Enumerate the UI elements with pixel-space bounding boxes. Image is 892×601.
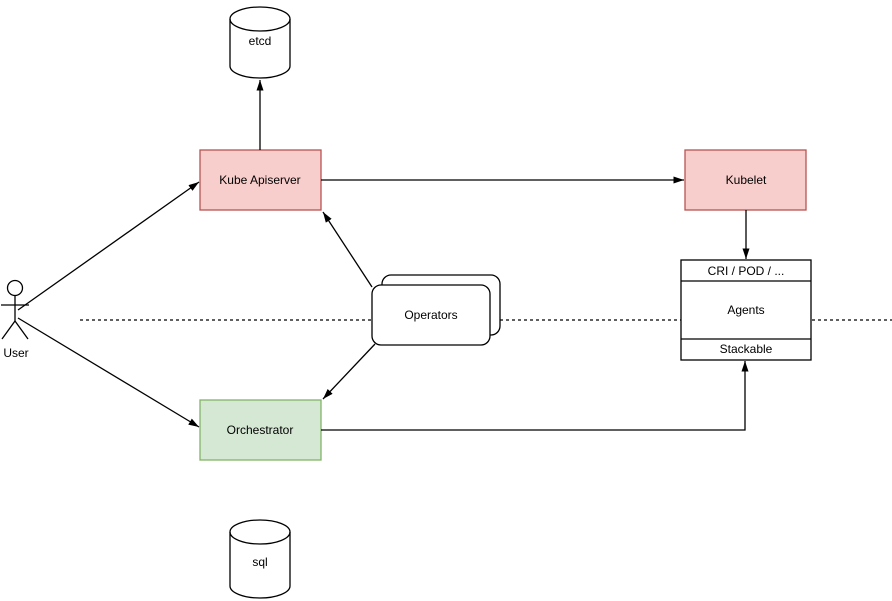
agents-body-label: Agents <box>727 303 764 317</box>
edge-user-to-orchestrator <box>17 317 200 428</box>
edge-operators-to-orchestrator <box>322 343 376 400</box>
node-kube-apiserver: Kube Apiserver <box>199 149 322 211</box>
orchestrator-label: Orchestrator <box>227 423 294 437</box>
node-user: User <box>1 279 29 360</box>
kube-apiserver-box <box>199 149 322 211</box>
user-label: User <box>3 346 28 360</box>
sql-label: sql <box>252 555 267 569</box>
etcd-cylinder-shape <box>229 6 291 79</box>
user-actor-left-leg <box>1 320 16 340</box>
kube-apiserver-label: Kube Apiserver <box>219 173 300 187</box>
etcd-cylinder-inner-arc <box>229 18 291 32</box>
operators-front-box <box>371 284 491 346</box>
edge-operators-to-apiserver <box>322 211 373 288</box>
agents-header-label: CRI / POD / ... <box>708 264 785 278</box>
operators-label: Operators <box>404 308 457 322</box>
user-actor-head <box>6 279 24 297</box>
sql-cylinder-shape <box>229 519 291 599</box>
node-kubelet: Kubelet <box>684 149 807 211</box>
node-orchestrator: Orchestrator <box>199 399 322 461</box>
kubelet-box <box>684 149 807 211</box>
edge-orchestrator-to-stackable <box>321 361 749 431</box>
orchestrator-box <box>199 399 322 461</box>
node-operators: Operators <box>371 274 501 346</box>
node-sql: sql <box>229 519 291 599</box>
agents-box <box>680 259 812 361</box>
node-agents: CRI / POD / ... Agents Stackable <box>680 259 812 361</box>
edge-user-to-apiserver <box>17 181 200 311</box>
user-actor-right-leg <box>14 320 29 340</box>
etcd-label: etcd <box>249 34 272 48</box>
node-etcd: etcd <box>229 6 291 79</box>
agents-footer-label: Stackable <box>720 342 773 356</box>
kubelet-label: Kubelet <box>726 173 767 187</box>
sql-cylinder-inner-arc <box>229 531 291 545</box>
